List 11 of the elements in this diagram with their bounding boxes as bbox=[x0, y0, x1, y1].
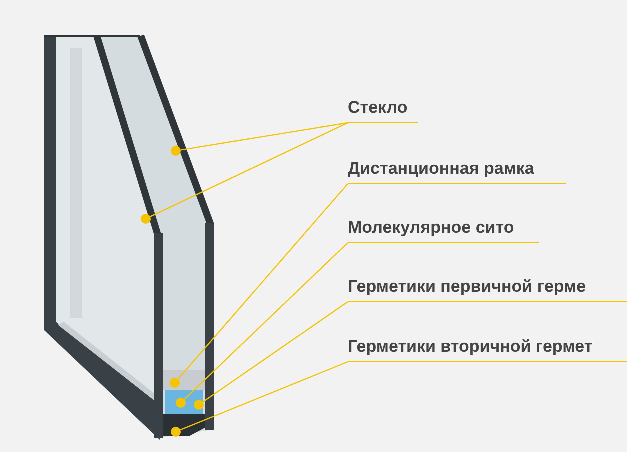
leader-line bbox=[180, 361, 348, 431]
leader-line bbox=[202, 302, 348, 403]
leader-line bbox=[178, 184, 348, 380]
part-label: Дистанционная рамка bbox=[348, 158, 566, 184]
leader-line bbox=[184, 242, 348, 400]
part-label: Стекло bbox=[348, 97, 418, 123]
part-label: Герметики первичной герме bbox=[348, 276, 627, 302]
leader-line bbox=[180, 122, 348, 151]
leader-line bbox=[150, 122, 348, 218]
part-label: Герметики вторичной гермет bbox=[348, 336, 627, 362]
part-label: Молекулярное сито bbox=[348, 217, 539, 243]
